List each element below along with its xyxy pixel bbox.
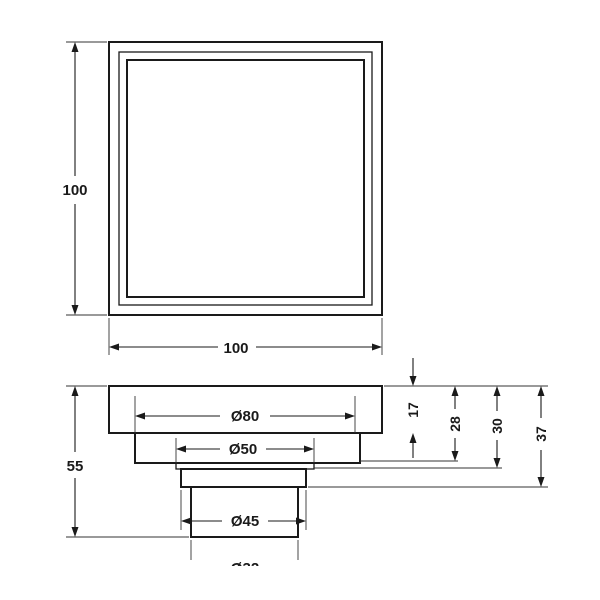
arrowhead xyxy=(109,343,119,351)
arrowhead xyxy=(181,517,191,525)
flange-dia-label: Ø80 xyxy=(231,408,259,425)
arrowhead xyxy=(71,305,79,315)
arrowhead xyxy=(493,386,501,396)
arrowhead xyxy=(135,412,145,420)
top-view: 100 100 xyxy=(62,41,383,357)
side-outlet-upper xyxy=(180,468,307,488)
side-view: Ø80 Ø50 Ø45 Ø32 55 xyxy=(66,358,549,600)
height-30-label: 30 xyxy=(489,418,505,434)
outlet-dia-label: Ø45 xyxy=(231,513,259,530)
top-width-label: 100 xyxy=(223,340,248,357)
arrowhead xyxy=(451,386,459,396)
arrowhead xyxy=(372,343,382,351)
arrowhead xyxy=(304,445,314,453)
arrowhead xyxy=(71,527,79,537)
body-dia-label: Ø50 xyxy=(229,441,257,458)
arrowhead xyxy=(409,376,417,386)
arrowhead xyxy=(176,445,186,453)
crop-mask xyxy=(150,566,350,600)
top-view-inner-grate xyxy=(126,59,365,298)
arrowhead xyxy=(451,451,459,461)
height-37-label: 37 xyxy=(533,426,549,442)
arrowhead xyxy=(493,458,501,468)
top-view-middle-frame xyxy=(118,51,373,306)
arrowhead xyxy=(537,386,545,396)
top-height-label: 100 xyxy=(62,182,87,199)
total-height-label: 55 xyxy=(67,458,84,475)
top-view-outer-frame xyxy=(108,41,383,316)
arrowhead xyxy=(537,477,545,487)
arrowhead xyxy=(345,412,355,420)
arrowhead xyxy=(71,42,79,52)
height-17-label: 17 xyxy=(405,402,421,418)
height-28-label: 28 xyxy=(447,416,463,432)
arrowhead xyxy=(71,386,79,396)
arrowhead xyxy=(296,517,306,525)
arrowhead xyxy=(409,433,417,443)
side-outlet-lower xyxy=(190,486,299,538)
